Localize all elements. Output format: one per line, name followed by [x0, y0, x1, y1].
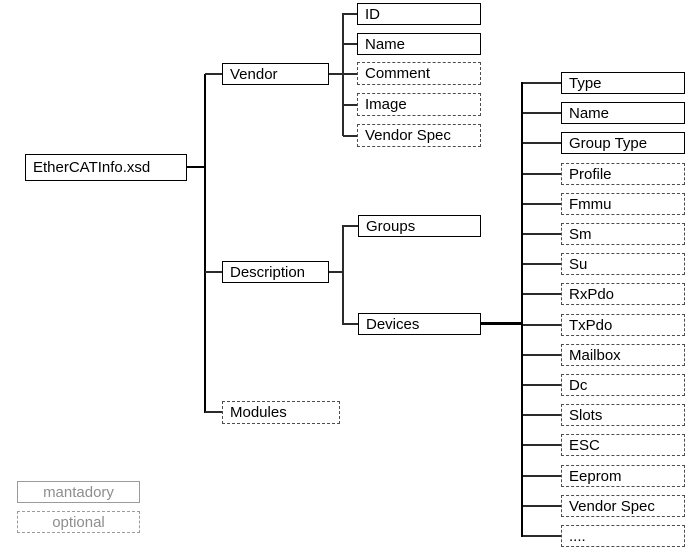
connector-sm — [523, 233, 561, 235]
connector-description-branch — [329, 271, 343, 273]
connector-profile — [523, 173, 561, 175]
connector-groups — [343, 225, 358, 227]
node-esc: ESC — [561, 434, 685, 456]
connector-device-vendor-spec — [523, 505, 561, 507]
node-devices: Devices — [358, 313, 481, 335]
node-group-type: Group Type — [561, 132, 685, 154]
connector-type — [523, 82, 561, 84]
connector-devices-trunk — [521, 82, 523, 537]
node-type: Type — [561, 72, 685, 94]
connector-main-trunk — [204, 74, 206, 413]
connector-dc — [523, 384, 561, 386]
node-ellipsis: .... — [561, 525, 685, 547]
connector-txpdo — [523, 324, 561, 326]
node-eeprom: Eeprom — [561, 465, 685, 487]
connector-name — [343, 43, 357, 45]
node-su: Su — [561, 253, 685, 275]
connector-group-type — [523, 142, 561, 144]
connector-mailbox — [523, 354, 561, 356]
node-ethercatinfo-xsd: EtherCATInfo.xsd — [25, 154, 187, 181]
node-vendor-name: Name — [357, 33, 481, 55]
connector-image — [343, 104, 357, 106]
connector-devices — [343, 323, 358, 325]
node-id: ID — [357, 3, 481, 25]
connector-su — [523, 263, 561, 265]
connector-slots — [523, 414, 561, 416]
connector-device-name — [523, 112, 561, 114]
connector-esc — [523, 444, 561, 446]
connector-eeprom — [523, 475, 561, 477]
node-device-name: Name — [561, 102, 685, 124]
connector-ellipsis — [523, 535, 561, 537]
node-comment: Comment — [357, 62, 481, 85]
node-groups: Groups — [358, 215, 481, 237]
legend-optional: optional — [17, 511, 140, 533]
connector-rxpdo — [523, 293, 561, 295]
node-sm: Sm — [561, 223, 685, 245]
node-txpdo: TxPdo — [561, 314, 685, 336]
connector-trunk-vendor — [205, 73, 222, 75]
node-image: Image — [357, 93, 481, 116]
node-device-vendor-spec: Vendor Spec — [561, 495, 685, 517]
node-profile: Profile — [561, 163, 685, 185]
connector-trunk-modules — [205, 411, 222, 413]
node-description: Description — [222, 261, 329, 283]
node-vendor-spec: Vendor Spec — [357, 124, 481, 147]
connector-vendor-spec — [343, 135, 357, 137]
connector-devices-branch — [481, 322, 523, 325]
connector-fmmu — [523, 203, 561, 205]
node-mailbox: Mailbox — [561, 344, 685, 366]
node-modules: Modules — [222, 401, 340, 424]
node-fmmu: Fmmu — [561, 193, 685, 215]
node-dc: Dc — [561, 374, 685, 396]
legend-mandatory: mantadory — [17, 481, 140, 503]
node-vendor: Vendor — [222, 63, 329, 85]
connector-description-trunk — [342, 225, 344, 325]
connector-root-trunk — [187, 166, 205, 168]
node-slots: Slots — [561, 404, 685, 426]
connector-trunk-description — [205, 271, 222, 273]
node-rxpdo: RxPdo — [561, 283, 685, 305]
connector-id — [343, 13, 357, 15]
connector-vendor-trunk — [342, 13, 344, 136]
